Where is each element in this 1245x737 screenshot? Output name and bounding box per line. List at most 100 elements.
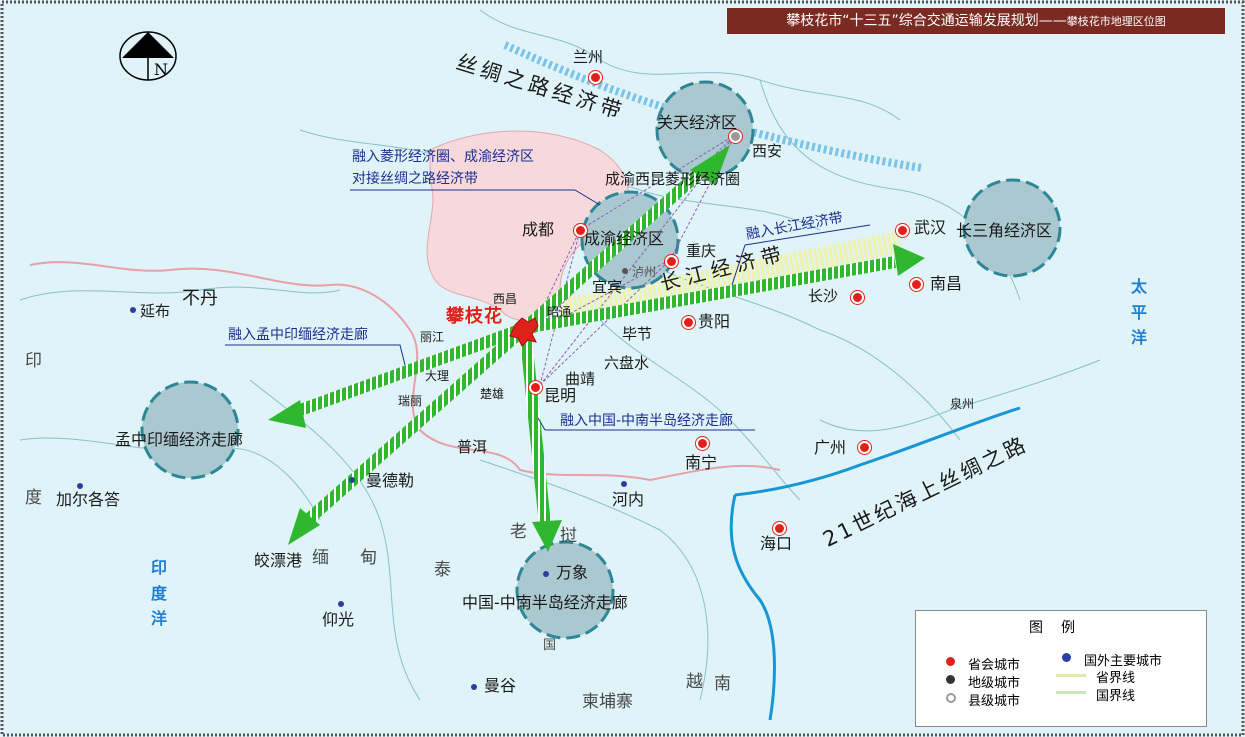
map-title-sub: 攀枝花市地理区位图 xyxy=(1066,15,1166,28)
country-myanmar-1: 缅 xyxy=(312,548,329,568)
capital-dot xyxy=(574,224,587,237)
foreign-dot xyxy=(471,684,477,690)
sichuan-region xyxy=(426,130,629,321)
city-mandalay: 曼德勒 xyxy=(366,471,415,490)
capital-dot xyxy=(773,522,786,535)
city-nanchang: 南昌 xyxy=(930,274,963,293)
city-luzhou: 泸州 xyxy=(632,265,657,279)
legend-prefecture-icon xyxy=(946,675,955,684)
city-xian: 西安 xyxy=(752,142,783,160)
city-chuxiong: 楚雄 xyxy=(480,387,505,401)
country-guo: 国 xyxy=(543,638,557,653)
country-vietnam-1: 越 xyxy=(686,672,703,692)
legend-national-line-icon xyxy=(1056,691,1086,694)
city-xichang: 西昌 xyxy=(493,292,518,306)
country-cambodia: 柬埔寨 xyxy=(582,692,633,712)
capital-dot xyxy=(729,130,742,143)
capital-dot xyxy=(529,381,542,394)
panzhihua-shape xyxy=(509,317,539,347)
map-title-main: 攀枝花市“十三五”综合交通运输发展规划—— xyxy=(786,13,1067,29)
city-liupanshui: 六盘水 xyxy=(604,354,650,372)
city-guiyang: 贵阳 xyxy=(698,312,731,331)
country-india-1: 印 xyxy=(25,351,42,371)
city-qujing: 曲靖 xyxy=(565,370,596,388)
legend-capital-icon xyxy=(946,657,955,666)
compass-icon xyxy=(119,31,177,81)
country-myanmar-2: 甸 xyxy=(360,548,377,568)
city-guangzhou: 广州 xyxy=(814,438,847,457)
city-puer: 普洱 xyxy=(457,438,488,456)
callout-mengzhong: 融入孟中印缅经济走廊 xyxy=(228,327,368,343)
city-ruili: 瑞丽 xyxy=(398,394,423,408)
city-bangkok: 曼谷 xyxy=(484,676,517,695)
ocean-indian: 印度洋 xyxy=(150,558,167,629)
legend-prefecture: 地级城市 xyxy=(968,676,1021,691)
legend-national-line: 国界线 xyxy=(1096,689,1136,704)
city-kolkata: 加尔各答 xyxy=(56,490,121,509)
legend-foreign: 国外主要城市 xyxy=(1084,654,1163,669)
country-india-2: 度 xyxy=(25,488,42,508)
city-quanzhou: 泉州 xyxy=(950,397,975,411)
yangtze-band xyxy=(557,231,903,321)
china-border xyxy=(29,261,781,482)
city-nanning: 南宁 xyxy=(685,453,718,472)
callout-leaders xyxy=(225,189,871,431)
city-bijie: 毕节 xyxy=(622,325,653,343)
zone-chengyu: 成渝经济区 xyxy=(584,229,665,248)
map-legend: 图例 省会城市 地级城市 县级城市 国外主要城市 省界线 国界线 xyxy=(915,610,1207,727)
city-wuhan: 武汉 xyxy=(914,218,947,237)
legend-county-icon xyxy=(946,693,956,703)
legend-foreign-icon xyxy=(1062,653,1071,662)
maritime-silk-road-line xyxy=(729,494,776,721)
foreign-dot xyxy=(130,307,136,313)
city-chongqing: 重庆 xyxy=(686,242,717,260)
ocean-pacific: 太平洋 xyxy=(1130,277,1147,348)
city-lijiang: 丽江 xyxy=(420,330,445,344)
legend-capital: 省会城市 xyxy=(968,658,1021,673)
north-arrow: N xyxy=(118,30,180,82)
zone-zhongnan: 中国-中南半岛经济走廊 xyxy=(462,593,628,612)
legend-county: 县级城市 xyxy=(968,694,1021,709)
capital-dot xyxy=(896,224,909,237)
panzhihua-label: 攀枝花 xyxy=(446,306,503,327)
callout-zhongnan: 融入中国-中南半岛经济走廊 xyxy=(560,413,734,429)
foreign-dot xyxy=(349,477,355,483)
country-vietnam-2: 南 xyxy=(714,674,731,694)
city-chengdu: 成都 xyxy=(522,220,555,239)
zone-mengzhongyinmian: 孟中印缅经济走廊 xyxy=(115,430,244,449)
capital-dot xyxy=(696,437,709,450)
arrow-heads xyxy=(268,145,925,552)
foreign-dot xyxy=(77,483,83,489)
city-yibin: 宜宾 xyxy=(592,278,623,296)
city-haikou: 海口 xyxy=(760,534,793,553)
city-vientiane: 万象 xyxy=(556,563,589,582)
country-laos-1: 老 xyxy=(510,522,527,542)
country-bhutan: 不丹 xyxy=(182,288,218,309)
city-kunming: 昆明 xyxy=(544,386,577,405)
foreign-dot xyxy=(621,481,627,487)
prefecture-dot xyxy=(622,268,628,274)
map-title: 攀枝花市“十三五”综合交通运输发展规划——攀枝花市地理区位图 xyxy=(727,8,1225,34)
legend-title: 图例 xyxy=(1029,620,1093,636)
callout-chengyu-line1: 融入菱形经济圈、成渝经济区 xyxy=(352,149,534,165)
city-hanoi: 河内 xyxy=(612,490,645,509)
capital-dot xyxy=(851,291,864,304)
country-thailand: 泰 xyxy=(434,560,451,580)
north-label: N xyxy=(154,60,168,79)
legend-province-line-icon xyxy=(1056,674,1086,677)
capital-dot xyxy=(682,316,695,329)
city-zhaotong: 昭通 xyxy=(547,305,572,319)
legend-province-line: 省界线 xyxy=(1096,671,1136,686)
foreign-dot xyxy=(543,571,549,577)
callout-chengyu-line2: 对接丝绸之路经济带 xyxy=(352,171,478,187)
foreign-dot xyxy=(338,601,344,607)
chengyu-xikun-label: 成渝西昆菱形经济圈 xyxy=(605,170,741,188)
city-dali: 大理 xyxy=(425,369,450,383)
capital-dot xyxy=(910,278,923,291)
capital-dot xyxy=(665,255,678,268)
city-thimphu: 延布 xyxy=(140,302,171,320)
capital-dot xyxy=(589,71,602,84)
